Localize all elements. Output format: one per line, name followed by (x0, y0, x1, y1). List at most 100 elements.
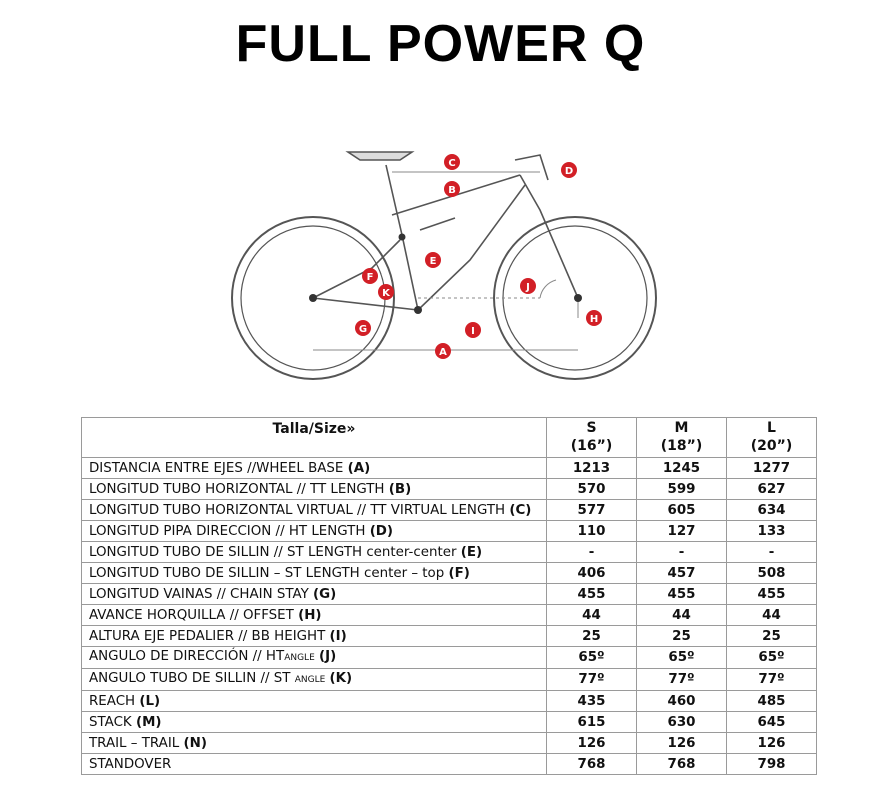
measurement-label: LONGITUD TUBO HORIZONTAL VIRTUAL // TT V… (81, 499, 547, 521)
measurement-code: (H) (298, 607, 322, 623)
measurement-value: 65º (546, 646, 637, 669)
measurement-value: 25 (726, 625, 817, 647)
measurement-value: 65º (636, 646, 727, 669)
measurement-name: REACH (89, 693, 140, 709)
measurement-label: AVANCE HORQUILLA // OFFSET (H) (81, 604, 547, 626)
svg-text:G: G (359, 324, 367, 335)
size-inch: (18”) (660, 438, 703, 454)
measurement-label: TRAIL – TRAIL (N) (81, 732, 547, 754)
front-wheel (493, 216, 657, 380)
measurement-name: ALTURA EJE PEDALIER // BB HEIGHT (89, 628, 330, 644)
measurement-name: DISTANCIA ENTRE EJES //WHEEL BASE (89, 460, 348, 476)
marker-h-icon: H (586, 310, 602, 326)
measurement-name: ANGULO TUBO DE SILLIN // ST (89, 671, 295, 686)
marker-i-icon: I (465, 322, 481, 338)
measurement-value: 44 (636, 604, 727, 626)
fork (519, 174, 579, 299)
measurement-value: 435 (546, 690, 637, 712)
measurement-label: LONGITUD TUBO DE SILLIN // ST LENGTH cen… (81, 541, 547, 563)
measurement-name: LONGITUD PIPA DIRECCION // HT LENGTH (89, 523, 370, 539)
svg-text:B: B (448, 185, 456, 196)
measurement-label: LONGITUD TUBO DE SILLIN – ST LENGTH cent… (81, 562, 547, 584)
measurement-label: ANGULO DE DIRECCIÓN // HTANGLE (J) (81, 646, 547, 669)
marker-c-icon: C (444, 154, 460, 170)
measurement-value: 25 (636, 625, 727, 647)
svg-text:J: J (525, 282, 530, 293)
measurement-value: 1245 (636, 457, 727, 479)
size-column-s: S (16”) (546, 417, 637, 458)
head-angle-arc (539, 279, 557, 299)
measurement-value: 126 (636, 732, 727, 754)
svg-text:F: F (367, 272, 374, 283)
size-letter: L (767, 420, 776, 436)
shock (419, 217, 456, 231)
measurement-code: (E) (460, 544, 483, 560)
measurement-label: ANGULO TUBO DE SILLIN // ST ANGLE (K) (81, 668, 547, 691)
measurement-label: LONGITUD VAINAS // CHAIN STAY (G) (81, 583, 547, 605)
measurement-value: 77º (636, 668, 727, 691)
measurement-label: LONGITUD TUBO HORIZONTAL // TT LENGTH (B… (81, 478, 547, 500)
measurement-value: 455 (546, 583, 637, 605)
measurement-value: 133 (726, 520, 817, 542)
measurement-name: LONGITUD TUBO DE SILLIN // ST LENGTH cen… (89, 544, 461, 560)
measurement-subscript: ANGLE (294, 675, 326, 685)
measurement-code: (D) (369, 523, 394, 539)
measurement-value: 768 (546, 753, 637, 775)
svg-text:A: A (439, 347, 447, 358)
measurement-code: (A) (347, 460, 371, 476)
measurement-code: (F) (448, 565, 470, 581)
measurement-label: LONGITUD PIPA DIRECCION // HT LENGTH (D) (81, 520, 547, 542)
measurement-value: 110 (546, 520, 637, 542)
measurement-label: STACK (M) (81, 711, 547, 733)
measurement-value: 615 (546, 711, 637, 733)
svg-text:D: D (565, 166, 573, 177)
table-row: LONGITUD TUBO DE SILLIN // ST LENGTH cen… (81, 541, 817, 563)
measurement-code: (B) (388, 481, 412, 497)
size-column-l: L (20”) (726, 417, 817, 458)
measurement-value: 645 (726, 711, 817, 733)
marker-b-icon: B (444, 181, 460, 197)
measurement-name: LONGITUD VAINAS // CHAIN STAY (89, 586, 314, 602)
marker-k-icon: K (378, 284, 394, 300)
measurement-value: 25 (546, 625, 637, 647)
marker-a-icon: A (435, 343, 451, 359)
size-inch: (16”) (570, 438, 613, 454)
table-row: LONGITUD PIPA DIRECCION // HT LENGTH (D)… (81, 520, 817, 542)
geometry-table: Talla/Size» S (16”) M (18”) L (20”) DIST… (81, 417, 817, 775)
stem-bar (514, 154, 549, 181)
measurement-code: (I) (329, 628, 347, 644)
size-letter: M (674, 420, 689, 436)
measurement-value: 126 (726, 732, 817, 754)
measurement-value: 1213 (546, 457, 637, 479)
marker-d-icon: D (561, 162, 577, 178)
measurement-value: 605 (636, 499, 727, 521)
marker-g-icon: G (355, 320, 371, 336)
size-header-label: Talla/Size» (81, 417, 547, 458)
diagram-markers: A B C D E F G H I J K (355, 154, 602, 359)
svg-text:C: C (448, 158, 455, 169)
measurement-name: LONGITUD TUBO HORIZONTAL VIRTUAL // TT V… (89, 502, 510, 518)
measurement-value: 460 (636, 690, 727, 712)
table-body: DISTANCIA ENTRE EJES //WHEEL BASE (A)121… (81, 457, 817, 775)
marker-f-icon: F (362, 268, 378, 284)
svg-text:H: H (590, 314, 598, 325)
measurement-value: 127 (636, 520, 727, 542)
measurement-value: 599 (636, 478, 727, 500)
measurement-code: (N) (183, 735, 207, 751)
saddle (345, 151, 415, 161)
measurement-value: 455 (636, 583, 727, 605)
measurement-value: 577 (546, 499, 637, 521)
size-letter: S (586, 420, 597, 436)
bike-geometry-diagram: A B C D E F G H I J K (231, 151, 657, 380)
svg-text:I: I (471, 326, 475, 337)
chain-stay (312, 297, 419, 311)
seat-stay (312, 239, 401, 299)
measurement-label: STANDOVER (81, 753, 547, 775)
measurement-value: - (726, 541, 817, 563)
measurement-label: DISTANCIA ENTRE EJES //WHEEL BASE (A) (81, 457, 547, 479)
measurement-code: (J) (319, 649, 337, 664)
